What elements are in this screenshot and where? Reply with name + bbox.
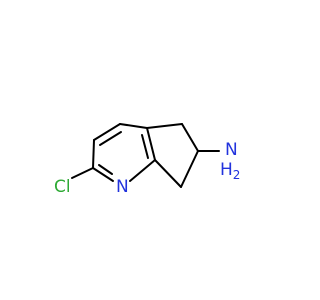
- amine-hydrogen-subscript: 2: [233, 168, 241, 182]
- bond-c2-c3: [93, 123, 121, 141]
- ring-nitrogen-atom-label: N: [116, 177, 129, 197]
- bond-c5-n: [129, 159, 156, 182]
- bond-n-c1-inner: [98, 164, 113, 175]
- bond-c3-c4: [119, 123, 148, 129]
- pyridine-ring: [92, 123, 156, 182]
- bond-c4-ch2a: [146, 123, 183, 129]
- molecule-structure-diagram: Cl N N H2: [54, 123, 240, 197]
- bond-ch2b-c5: [154, 159, 182, 188]
- bond-c4-c5: [146, 127, 156, 161]
- cyclopentane-ring: [146, 123, 199, 188]
- amine-hydrogen-label: H2: [220, 160, 240, 182]
- amine-hydrogen-symbol: H: [220, 160, 233, 180]
- amine-nitrogen-atom-label: N: [225, 140, 238, 160]
- bond-ch-ch2b: [180, 150, 199, 188]
- bond-c2-c3-inner: [99, 131, 122, 146]
- bond-ch2a-ch: [181, 123, 199, 152]
- bond-c1-c2: [92, 139, 95, 169]
- bond-c-cl: [71, 167, 94, 179]
- chlorine-atom-label: Cl: [54, 177, 71, 197]
- bond-c4-c5-inner: [141, 134, 149, 159]
- bond-n-c1: [92, 167, 114, 182]
